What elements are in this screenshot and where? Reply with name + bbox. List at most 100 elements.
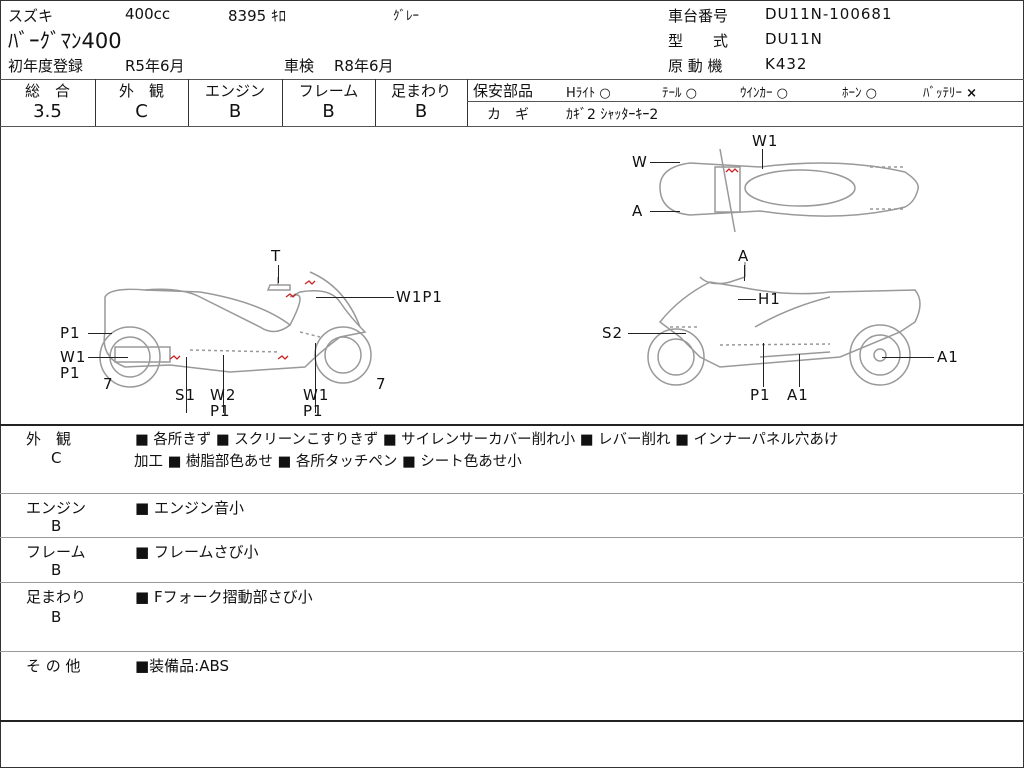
damage-code: 7	[376, 375, 387, 393]
damage-mark	[169, 280, 316, 360]
maker: スズキ	[8, 7, 54, 25]
rating-label-exterior: 外 観	[118, 82, 164, 100]
comment-grade: B	[51, 561, 62, 579]
inspection-value: R8年6月	[334, 57, 394, 75]
rating-value-engine: B	[228, 101, 242, 122]
leader-line	[762, 149, 763, 169]
comment-grade: B	[51, 608, 62, 626]
safety-item-name: ﾃｰﾙ	[662, 86, 682, 101]
comment-text: ■ 各所きず ■ スクリーンこすりきず ■ サイレンサーカバー削れ小 ■ レバー…	[135, 432, 839, 448]
rating-value-frame: B	[322, 101, 335, 122]
engine-model-label: 原 動 機	[668, 57, 723, 75]
type-value: DU11N	[765, 30, 823, 48]
divider	[0, 126, 1024, 127]
scooter-right-view	[647, 262, 921, 386]
leader-line	[315, 343, 316, 413]
divider	[0, 79, 1024, 80]
color: ｸﾞﾚｰ	[393, 9, 419, 24]
leader-line	[650, 211, 680, 212]
leader-line	[88, 357, 128, 358]
rating-label-frame: フレーム	[298, 82, 359, 100]
safety-item-mark: ○	[776, 86, 788, 101]
safety-parts-label: 保安部品	[473, 82, 534, 100]
safety-winker: ｳｲﾝｶｰ ○	[740, 82, 788, 101]
divider	[467, 79, 468, 126]
comment-text: ■ フレームさび小	[135, 543, 259, 561]
first-registration-value: R5年6月	[125, 57, 185, 75]
comment-category: フレーム	[26, 543, 86, 561]
safety-taillight: ﾃｰﾙ ○	[662, 82, 697, 101]
damage-code: A	[632, 202, 644, 220]
frame-number-label: 車台番号	[668, 7, 729, 25]
damage-code: P1	[303, 402, 324, 420]
divider	[282, 79, 283, 126]
safety-item-mark: ○	[865, 86, 877, 101]
rating-value-overall: 3.5	[33, 101, 62, 122]
key-value: ｶｷﾞ2 ｼｬｯﾀｰｷｰ2	[566, 107, 659, 123]
divider	[467, 101, 1024, 102]
damage-code: A1	[937, 348, 959, 366]
safety-item-mark: ○	[685, 86, 697, 101]
leader-line	[650, 162, 680, 163]
leader-line	[316, 297, 394, 298]
damage-code: A	[738, 247, 750, 265]
first-registration-label: 初年度登録	[8, 57, 84, 75]
damage-code: A1	[787, 386, 809, 404]
safety-item-mark: ○	[599, 86, 611, 101]
comment-text: ■ エンジン音小	[135, 499, 244, 517]
comment-category: そ の 他	[26, 657, 81, 675]
safety-battery: ﾊﾞｯﾃﾘｰ ×	[923, 82, 977, 101]
leader-line	[744, 265, 745, 281]
comment-text: ■ Fフォーク摺動部さび小	[135, 588, 313, 606]
leader-line	[882, 357, 934, 358]
leader-line	[763, 343, 764, 387]
safety-item-name: ﾊﾞｯﾃﾘｰ	[923, 86, 962, 101]
damage-code: T	[271, 247, 282, 265]
displacement: 400cc	[125, 5, 171, 23]
divider	[375, 79, 376, 126]
leader-line	[223, 355, 224, 413]
divider	[0, 582, 1024, 583]
engine-model-value: K432	[765, 55, 808, 73]
safety-item-name: ｳｲﾝｶｰ	[740, 86, 773, 101]
frame-number-value: DU11N-100681	[765, 5, 893, 23]
safety-horn: ﾎｰﾝ ○	[842, 82, 877, 101]
rating-value-suspension: B	[414, 101, 428, 122]
damage-code: P1	[60, 324, 81, 342]
leader-line	[738, 299, 756, 300]
divider	[0, 493, 1024, 494]
comment-text: ■装備品:ABS	[135, 657, 230, 675]
mileage: 8395 ｷﾛ	[228, 7, 286, 25]
rating-value-exterior: C	[135, 101, 148, 122]
rating-label-engine: エンジン	[204, 82, 265, 100]
comment-grade: C	[51, 449, 62, 467]
inspection-label: 車検	[284, 57, 315, 75]
damage-code: W1	[303, 386, 330, 404]
rating-label-suspension: 足まわり	[390, 82, 451, 100]
leader-line	[186, 357, 187, 413]
type-label: 型 式	[668, 32, 729, 50]
comment-text: 加工 ■ 樹脂部色あせ ■ 各所タッチペン ■ シート色あせ小	[134, 454, 522, 470]
leader-line	[88, 333, 112, 334]
scooter-left-view	[99, 271, 372, 388]
damage-code: W1P1	[396, 288, 443, 306]
scooter-top-view	[659, 148, 919, 233]
comment-grade: B	[51, 517, 62, 535]
safety-item-mark: ×	[966, 86, 978, 101]
damage-code: P1	[210, 402, 231, 420]
safety-item-name: ﾎｰﾝ	[842, 86, 862, 101]
safety-headlight: Hﾗｲﾄ ○	[566, 82, 611, 101]
scooter-sketch	[99, 148, 921, 388]
key-label: カ ギ	[487, 107, 529, 123]
damage-mark	[725, 168, 739, 173]
damage-code: P1	[60, 364, 81, 382]
divider	[0, 424, 1024, 426]
leader-line	[278, 265, 279, 283]
comment-category: 足まわり	[26, 588, 87, 606]
leader-line	[628, 333, 686, 334]
divider	[0, 651, 1024, 652]
damage-code: H1	[758, 290, 781, 308]
model-name: ﾊﾞｰｸﾞﾏﾝ400	[8, 29, 122, 53]
divider	[95, 79, 96, 126]
divider	[0, 537, 1024, 538]
